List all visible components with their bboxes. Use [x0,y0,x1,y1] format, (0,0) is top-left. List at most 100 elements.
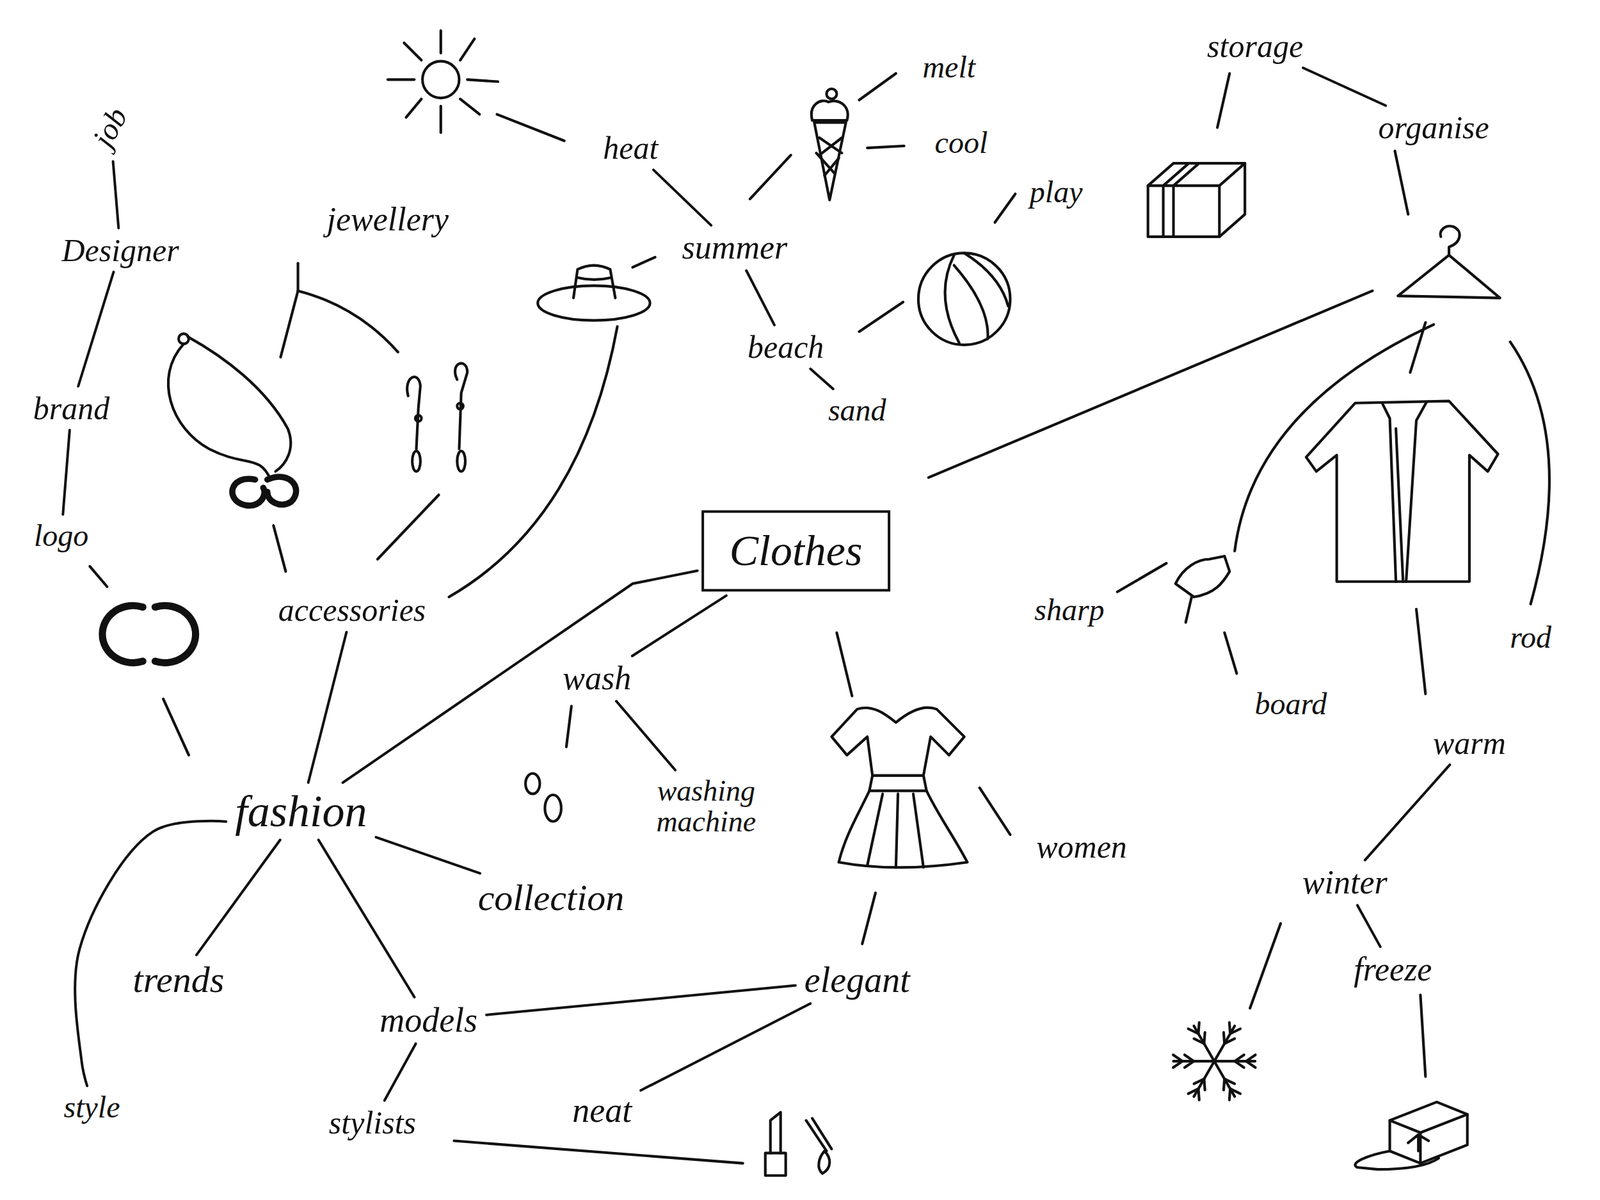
bubbles-icon-stroke [544,794,562,822]
earrings-icon-stroke [456,451,466,472]
sun-icon-stroke [439,30,443,54]
topic-word: style [58,1089,126,1125]
topic-label: storage [1207,28,1304,63]
ice-cube-icon-stroke [1390,1102,1468,1133]
snowflake-icon-stroke [1246,1054,1256,1062]
mind-map-link [375,837,480,873]
leader-lines-stroke [1224,632,1237,674]
topic-label: Designer [61,232,179,267]
topic-label: warm [1432,725,1506,760]
leader-lines-stroke [496,114,564,141]
topic-label: brand [33,391,110,426]
makeup-icon [765,1112,832,1176]
topic-label: summer [682,230,788,266]
hanger-icon [1397,225,1500,298]
topic-label: heat [602,131,658,166]
topic-label: wash [562,661,632,697]
mind-map-link [746,270,775,326]
mind-map-link [632,595,727,656]
topic-label: winter [1302,865,1388,901]
interlocking-c-logo-stroke [154,605,196,663]
beach-ball-icon-stroke [964,252,1009,306]
earrings-icon-stroke [455,363,468,450]
topic-word: sand [823,392,892,428]
snowflake-icon-stroke [1230,1088,1241,1094]
topic-word: board [1249,686,1332,722]
topic-label: washing machine [619,775,793,838]
topic-word: fashion [229,786,372,837]
leader-lines-stroke [858,73,896,100]
leader-lines-stroke [750,154,792,200]
coat-icon-stroke [1382,403,1396,582]
sun-icon-stroke [387,78,415,81]
leader-lines-stroke [995,193,1016,223]
dress-icon-stroke [869,775,927,792]
earrings-icon-stroke [415,415,422,422]
mind-map-link [1365,764,1451,861]
snowflake-icon-stroke [1229,1022,1231,1034]
leader-lines-stroke [298,290,399,352]
leader-lines-stroke [1117,563,1167,592]
topic-label: models [379,1002,478,1039]
topic-word: accessories [273,592,432,629]
topic-label: melt [922,51,976,84]
snowflake-icon-stroke [1234,1054,1244,1062]
beach-ball-icon [918,252,1010,345]
topic-word: storage [1201,27,1309,64]
topic-word: sharp [1029,592,1110,628]
topic-word: neat [567,1090,637,1130]
earrings-icon-stroke [456,403,464,410]
leader-lines-stroke [449,326,618,598]
mind-map-link [196,839,281,955]
leader-lines-stroke [89,566,107,587]
leader-lines-stroke [836,632,852,697]
topic-label: fashion [234,787,367,836]
leader-lines-stroke [632,257,656,268]
ice-cube-icon-stroke [1354,1150,1439,1170]
snowflake-icon-stroke [1184,1054,1194,1062]
sun-icon-stroke [406,99,422,118]
topic-label: elegant [804,960,911,999]
leader-lines-stroke [979,787,1011,835]
storage-box-icon-stroke [1219,163,1245,237]
topic-label: Clothes [729,528,863,574]
mind-map-link [810,368,833,389]
leader-lines-stroke [1420,995,1426,1078]
topic-label: neat [572,1091,632,1129]
topic-word: wash [557,659,637,698]
topic-word: jewellery [321,200,455,239]
snowflake-icon-stroke [1224,1038,1235,1044]
topic-label: freeze [1353,951,1432,987]
ice-cream-icon-stroke [814,122,846,200]
dress-icon-stroke [913,793,924,868]
topic-word: organise [1373,109,1495,146]
topic-label: collection [478,878,625,918]
necklace-icon-stroke [178,333,189,344]
dress-icon-stroke [831,707,964,776]
mind-map-link [62,430,70,515]
ice-cube-icon-stroke [1390,1120,1421,1164]
snowflake-icon-stroke [1234,1061,1244,1068]
topic-label: beach [747,330,824,365]
topic-label: job [87,102,134,153]
ice-cream-icon-stroke [819,137,842,155]
mind-map-link [1303,67,1386,106]
topic-word: warm [1427,724,1512,761]
sun-icon-stroke [460,39,475,61]
topic-word: job [83,97,137,158]
storage-box-icon-stroke [1171,185,1175,237]
leader-lines-stroke [454,1141,744,1164]
snowflake-icon-stroke [1173,1054,1183,1062]
makeup-icon-stroke [770,1112,781,1154]
topic-label: women [1036,830,1128,864]
topic-label: stylists [328,1105,416,1140]
snowflake-icon-stroke [1214,1025,1235,1062]
dress-icon-stroke [867,793,883,866]
mind-map-link [1357,904,1381,947]
topic-word: cool [929,125,994,160]
sun-icon [387,30,498,133]
topic-word: play [1024,174,1088,210]
leader-lines-stroke [862,892,876,944]
topic-label: accessories [278,593,427,628]
earrings-icon [407,363,468,472]
